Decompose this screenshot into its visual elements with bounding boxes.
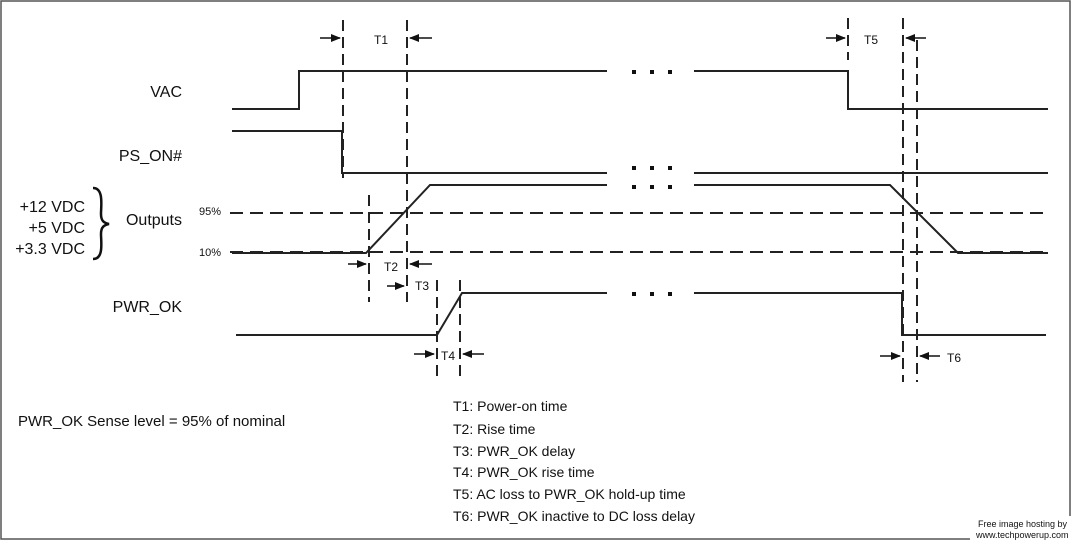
ps-on-label: PS_ON# [119,148,182,165]
rails-brace-icon [92,186,110,261]
ps-on-ellipsis-icon [632,166,672,170]
pwr-ok-waveform [236,292,607,336]
vac-ellipsis-icon [632,70,672,74]
credit-box [970,516,1072,542]
legend-item-t2: T2: Rise time [453,421,536,437]
vac-label: VAC [150,84,182,101]
legend-item-t5: T5: AC loss to PWR_OK hold-up time [453,486,686,502]
t6-label: T6 [947,351,961,365]
ps-on-waveform [232,130,607,174]
sense-level-note: PWR_OK Sense level = 95% of nominal [18,413,285,430]
rail-label-3v3: +3.3 VDC [15,241,85,258]
outputs-ellipsis-icon [632,185,672,189]
pwr-ok-ellipsis-icon [632,292,672,296]
legend-item-t3: T3: PWR_OK delay [453,443,575,459]
rail-label-12v: +12 VDC [20,199,85,216]
outputs-waveform [232,184,607,254]
t4-label: T4 [441,349,455,363]
legend-item-t4: T4: PWR_OK rise time [453,464,595,480]
legend-item-t1: T1: Power-on time [453,398,568,414]
t3-label: T3 [415,279,429,293]
outputs-label: Outputs [126,212,182,229]
level-95-label: 95% [199,206,221,218]
level-10-label: 10% [199,247,221,259]
rail-label-5v: +5 VDC [29,220,85,237]
t5-label: T5 [864,33,878,47]
pwr-ok-waveform-end [694,292,1046,336]
t2-label: T2 [384,260,398,274]
vac-waveform [232,70,607,110]
credit-link[interactable]: www.techpowerup.com [975,530,1069,540]
timing-legend: T1: Power-on time T2: Rise time T3: PWR_… [453,398,695,524]
legend-item-t6: T6: PWR_OK inactive to DC loss delay [453,508,695,524]
outputs-waveform-end [694,184,1048,254]
t1-label: T1 [374,33,388,47]
vac-waveform-end [694,70,1048,110]
credit-line-1: Free image hosting by [978,519,1068,529]
pwr-ok-label: PWR_OK [113,299,183,316]
